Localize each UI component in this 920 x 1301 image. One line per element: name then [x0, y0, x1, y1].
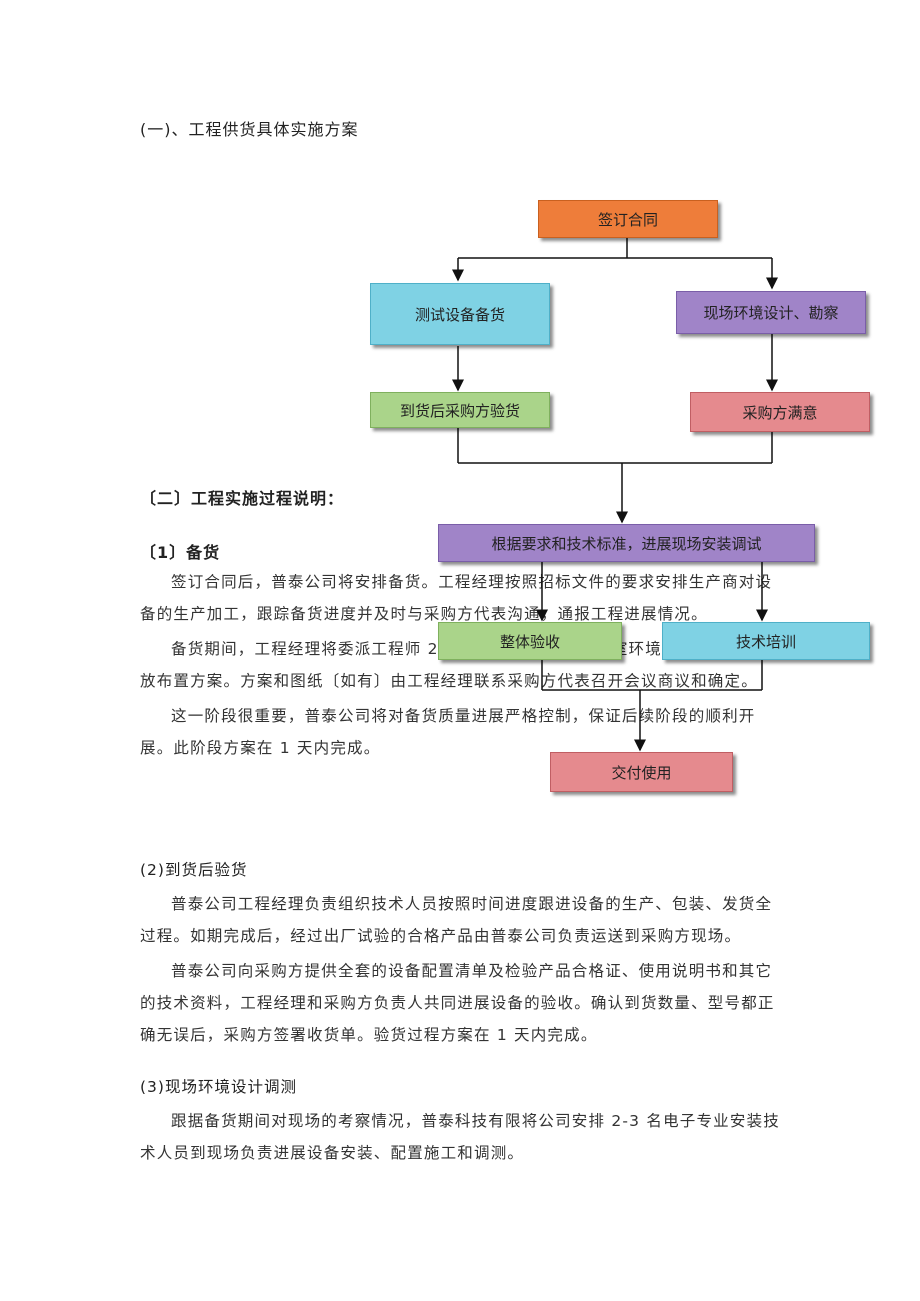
box-site-design: 现场环境设计、勘察 — [676, 291, 866, 334]
sub2-paragraph-2: 普泰公司向采购方提供全套的设备配置清单及检验产品合格证、使用说明书和其它的技术资… — [140, 962, 775, 1044]
box-delivery: 交付使用 — [550, 752, 733, 792]
box-sign-contract: 签订合同 — [538, 200, 718, 238]
box-buyer-satisfied: 采购方满意 — [690, 392, 870, 432]
sub2-title: (2)到货后验货 — [140, 861, 248, 879]
section2-title: 〔二〕工程实施过程说明： — [140, 489, 345, 508]
sub1-title: 〔1〕备货 — [140, 543, 221, 562]
box-overall-acceptance: 整体验收 — [438, 622, 622, 660]
section1-title: (一)、工程供货具体实施方案 — [140, 120, 359, 139]
sub3-paragraph-1: 跟据备货期间对现场的考察情况，普泰科技有限将公司安排 2-3 名电子专业安装技术… — [140, 1112, 780, 1162]
sub1-paragraph-3: 这一阶段很重要，普泰公司将对备货质量进展严格控制，保证后续阶段的顺利开展。此阶段… — [140, 707, 756, 757]
box-arrival-inspection: 到货后采购方验货 — [370, 392, 550, 428]
sub2-body: 普泰公司工程经理负责组织技术人员按照时间进度跟进设备的生产、包装、发货全过程。如… — [140, 888, 780, 1051]
box-tech-training: 技术培训 — [662, 622, 870, 660]
sub1-body: 签订合同后，普泰公司将安排备货。工程经理按照招标文件的要求安排生产商对设备的生产… — [140, 566, 780, 764]
sub3-title: (3)现场环境设计调测 — [140, 1078, 297, 1096]
sub3-body: 跟据备货期间对现场的考察情况，普泰科技有限将公司安排 2-3 名电子专业安装技术… — [140, 1105, 780, 1169]
box-install-debug: 根据要求和技术标准，进展现场安装调试 — [438, 524, 815, 562]
sub2-paragraph-1: 普泰公司工程经理负责组织技术人员按照时间进度跟进设备的生产、包装、发货全过程。如… — [140, 895, 773, 945]
box-test-equipment: 测试设备备货 — [370, 283, 550, 345]
sub1-paragraph-1: 签订合同后，普泰公司将安排备货。工程经理按照招标文件的要求安排生产商对设备的生产… — [140, 573, 773, 623]
